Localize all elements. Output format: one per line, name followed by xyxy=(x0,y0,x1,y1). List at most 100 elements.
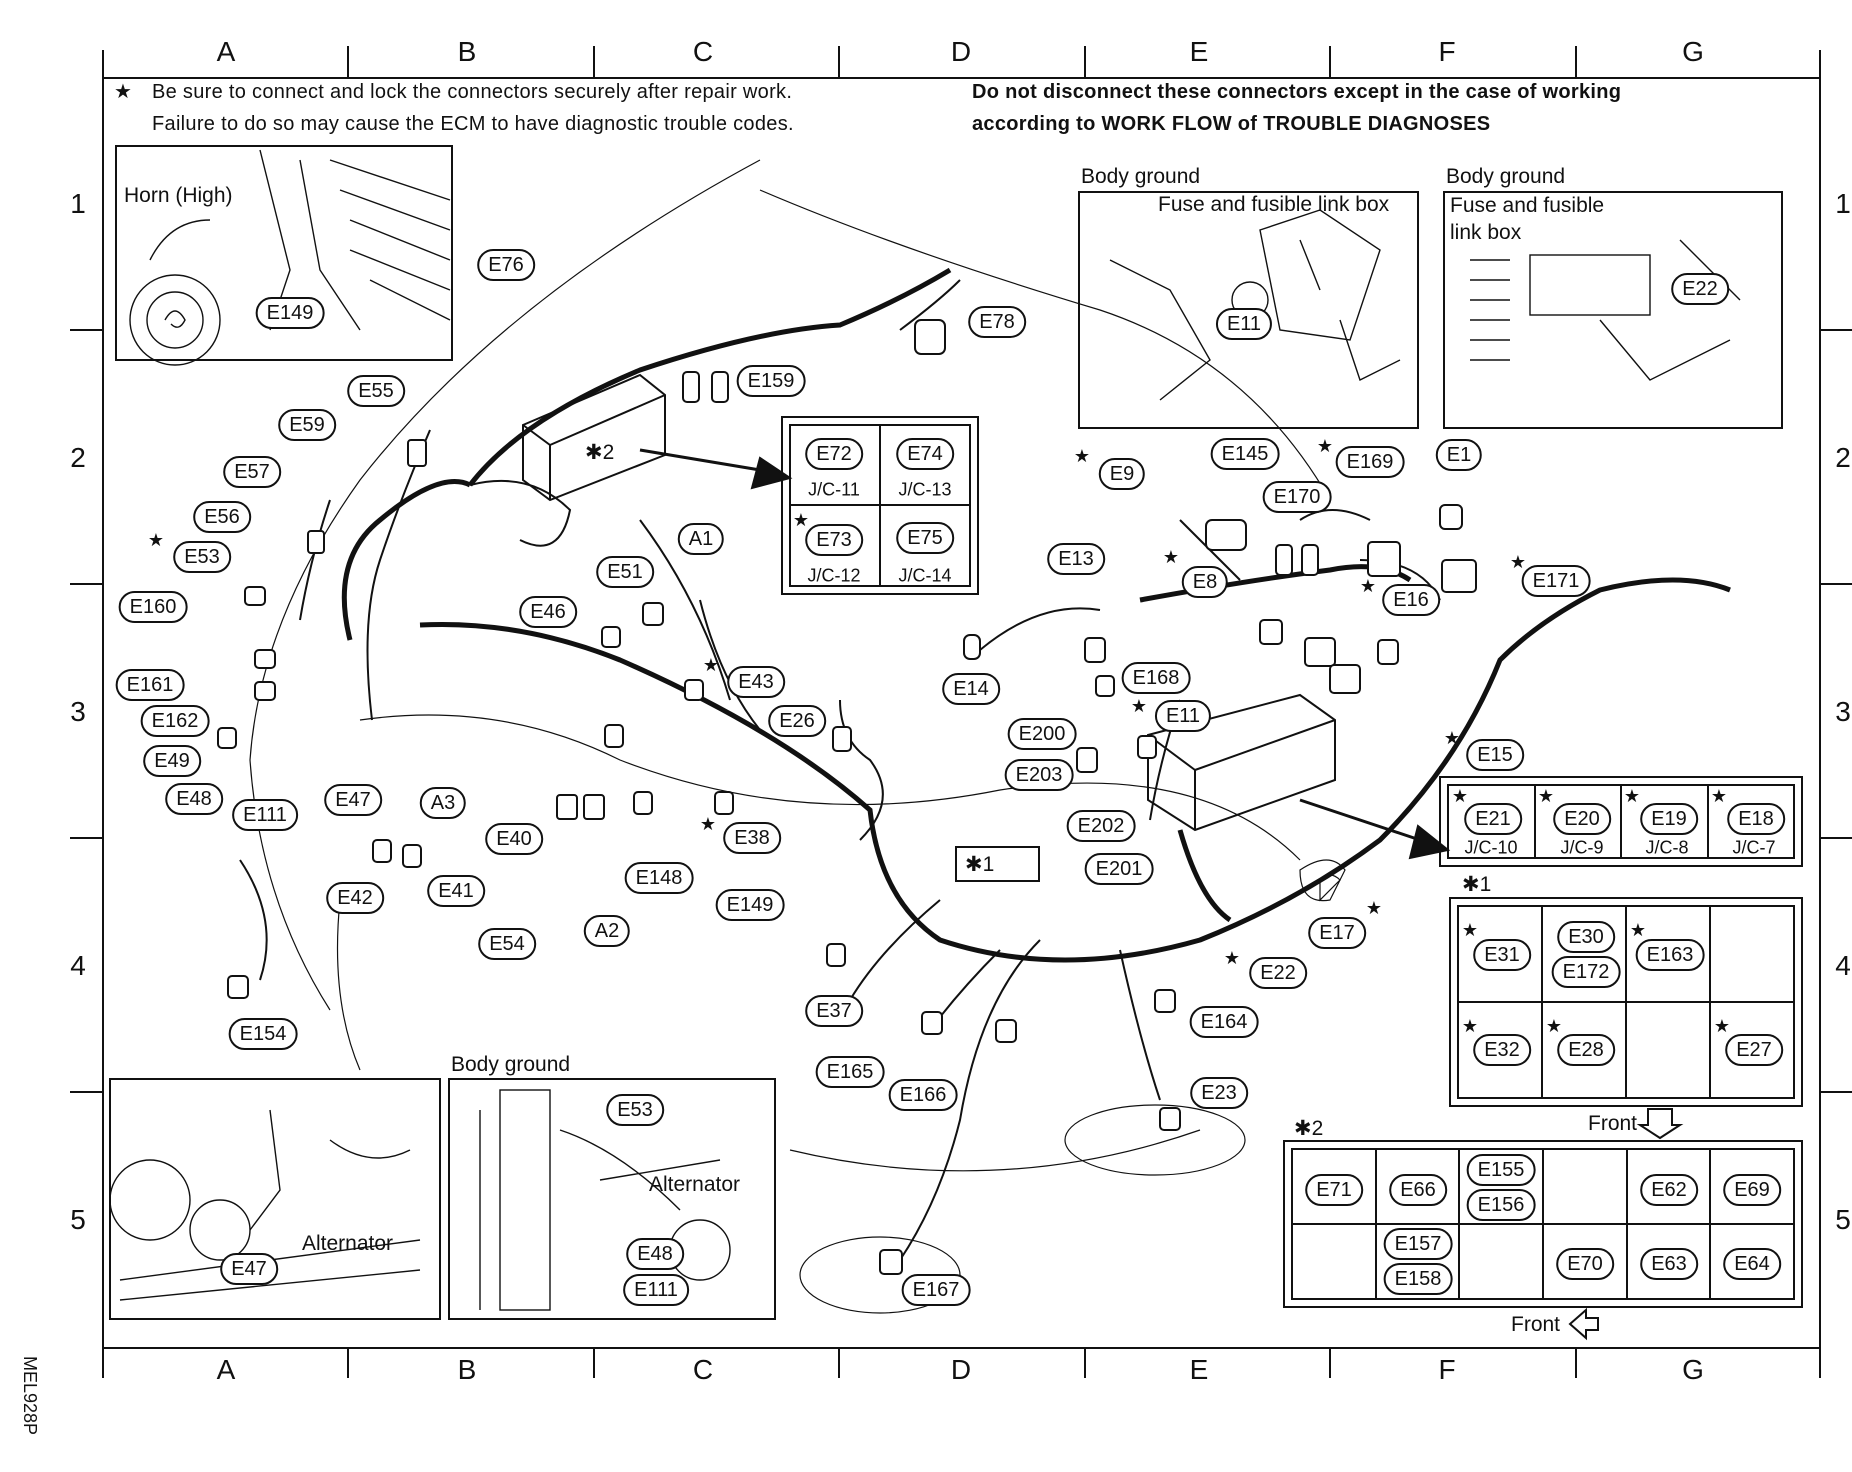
star-icon: ★ xyxy=(1713,1016,1731,1036)
connector-e165: E165 xyxy=(815,1056,885,1088)
connector-e74: E74 xyxy=(896,438,954,470)
connector-e64: E64 xyxy=(1723,1248,1781,1280)
connector-e26: E26 xyxy=(768,705,826,737)
body-ground-label-2: Body ground xyxy=(1446,165,1566,188)
grid-column-c-bottom: C xyxy=(692,1354,714,1385)
connector-e154: E154 xyxy=(228,1018,298,1050)
connector-e42: E42 xyxy=(326,882,384,914)
connector-e72: E72 xyxy=(805,438,863,470)
grid-column-e: E xyxy=(1189,36,1209,67)
grid-row-5: 5 xyxy=(70,1204,86,1235)
grid-column-d: D xyxy=(950,36,972,67)
connector-e56: E56 xyxy=(193,501,251,533)
connector-e78: E78 xyxy=(968,306,1026,338)
star-icon: ★ xyxy=(1710,786,1728,806)
connector-e14: E14 xyxy=(942,673,1000,705)
fuse-box-label-2b: link box xyxy=(1450,221,1522,244)
star-icon: ★ xyxy=(1443,728,1461,748)
grid-column-f-bottom: F xyxy=(1438,1354,1456,1385)
star-icon: ★ xyxy=(792,510,810,530)
connector-e169: E169 xyxy=(1335,446,1405,478)
connector-e23: E23 xyxy=(1190,1077,1248,1109)
connector-e164: E164 xyxy=(1189,1006,1259,1038)
body-ground-label-3: Body ground xyxy=(451,1053,571,1076)
connector-e30: E30 xyxy=(1557,921,1615,953)
connector-e163: E163 xyxy=(1635,939,1705,971)
connector-e201: E201 xyxy=(1084,853,1154,885)
alternator-label-1: Alternator xyxy=(302,1232,394,1255)
grid-row-1: 1 xyxy=(70,188,86,219)
star-icon: ★ xyxy=(1509,552,1527,572)
connector-e172: E172 xyxy=(1551,956,1621,988)
connector-e13: E13 xyxy=(1047,543,1105,575)
connector-e66: E66 xyxy=(1389,1174,1447,1206)
box2-mark: ✱2 xyxy=(585,441,615,464)
grid-row-2: 2 xyxy=(70,442,86,473)
connector-e202: E202 xyxy=(1066,810,1136,842)
connector-e18: E18 xyxy=(1727,803,1785,835)
jc-9-label: J/C-9 xyxy=(1560,837,1604,858)
connector-a3: A3 xyxy=(419,787,467,819)
connector-e168: E168 xyxy=(1121,662,1191,694)
connector-e57: E57 xyxy=(223,456,281,488)
grid-column-f: F xyxy=(1438,36,1456,67)
star-icon: ★ xyxy=(1545,1016,1563,1036)
star-icon: ★ xyxy=(114,81,133,103)
connector-e203: E203 xyxy=(1004,759,1074,791)
connector-e149: E149 xyxy=(715,889,785,921)
connector-e159: E159 xyxy=(736,365,806,397)
star-icon: ★ xyxy=(1461,920,1479,940)
star-icon: ★ xyxy=(1359,576,1377,596)
connector-e73: E73 xyxy=(805,524,863,556)
grid-column-g: G xyxy=(1682,36,1704,67)
connector-e53-inset: E53 xyxy=(606,1094,664,1126)
connector-e111: E111 xyxy=(232,799,298,831)
connector-e49: E49 xyxy=(143,745,201,777)
connector-e63: E63 xyxy=(1640,1248,1698,1280)
connector-e27: E27 xyxy=(1725,1034,1783,1066)
connector-e71: E71 xyxy=(1305,1174,1363,1206)
connector-e76: E76 xyxy=(477,249,535,281)
note-warn-line1: Do not disconnect these connectors excep… xyxy=(972,81,1622,103)
grid-row-3-right: 3 xyxy=(1835,696,1851,727)
connector-e11: E11 xyxy=(1154,700,1212,732)
connector-e54: E54 xyxy=(478,928,536,960)
connector-e32: E32 xyxy=(1473,1034,1531,1066)
fuse-box-label-1: Fuse and fusible link box xyxy=(1158,193,1390,216)
body-ground-label-1: Body ground xyxy=(1081,165,1201,188)
star-icon: ★ xyxy=(147,530,165,550)
connector-e22: E22 xyxy=(1249,957,1307,989)
grid-column-a-bottom: A xyxy=(216,1354,236,1385)
connector-e31: E31 xyxy=(1473,939,1531,971)
connector-e48-inset: E48 xyxy=(626,1238,684,1270)
connector-e21: E21 xyxy=(1464,803,1522,835)
connector-e41: E41 xyxy=(427,875,485,907)
connector-e40: E40 xyxy=(485,823,543,855)
star-icon: ★ xyxy=(1451,786,1469,806)
connector-e38: E38 xyxy=(723,822,781,854)
connector-e47: E47 xyxy=(324,784,382,816)
connector-e55: E55 xyxy=(347,375,405,407)
connector-e1: E1 xyxy=(1435,439,1483,471)
connector-e149-horn: E149 xyxy=(255,297,325,329)
connector-e200: E200 xyxy=(1007,718,1077,750)
jc-13-label: J/C-13 xyxy=(898,479,952,500)
star-icon: ★ xyxy=(699,814,717,834)
fuse-box-label-2a: Fuse and fusible xyxy=(1450,194,1605,217)
connector-a1: A1 xyxy=(677,523,725,555)
star-icon: ★ xyxy=(702,655,720,675)
grid-column-b: B xyxy=(457,36,477,67)
note-star-line1: Be sure to connect and lock the connecto… xyxy=(152,81,793,103)
front-label-2: Front xyxy=(1511,1313,1561,1336)
grid-column-g-bottom: G xyxy=(1682,1354,1704,1385)
connector-e43: E43 xyxy=(727,666,785,698)
note-warn-line2: according to WORK FLOW of TROUBLE DIAGNO… xyxy=(972,113,1491,135)
connector-e28: E28 xyxy=(1557,1034,1615,1066)
connector-e62: E62 xyxy=(1640,1174,1698,1206)
connector-e70: E70 xyxy=(1556,1248,1614,1280)
connector-e155: E155 xyxy=(1466,1154,1536,1186)
connector-e158: E158 xyxy=(1383,1263,1453,1295)
diagram-code: MEL928P xyxy=(20,1356,40,1436)
connector-e171: E171 xyxy=(1521,565,1591,597)
